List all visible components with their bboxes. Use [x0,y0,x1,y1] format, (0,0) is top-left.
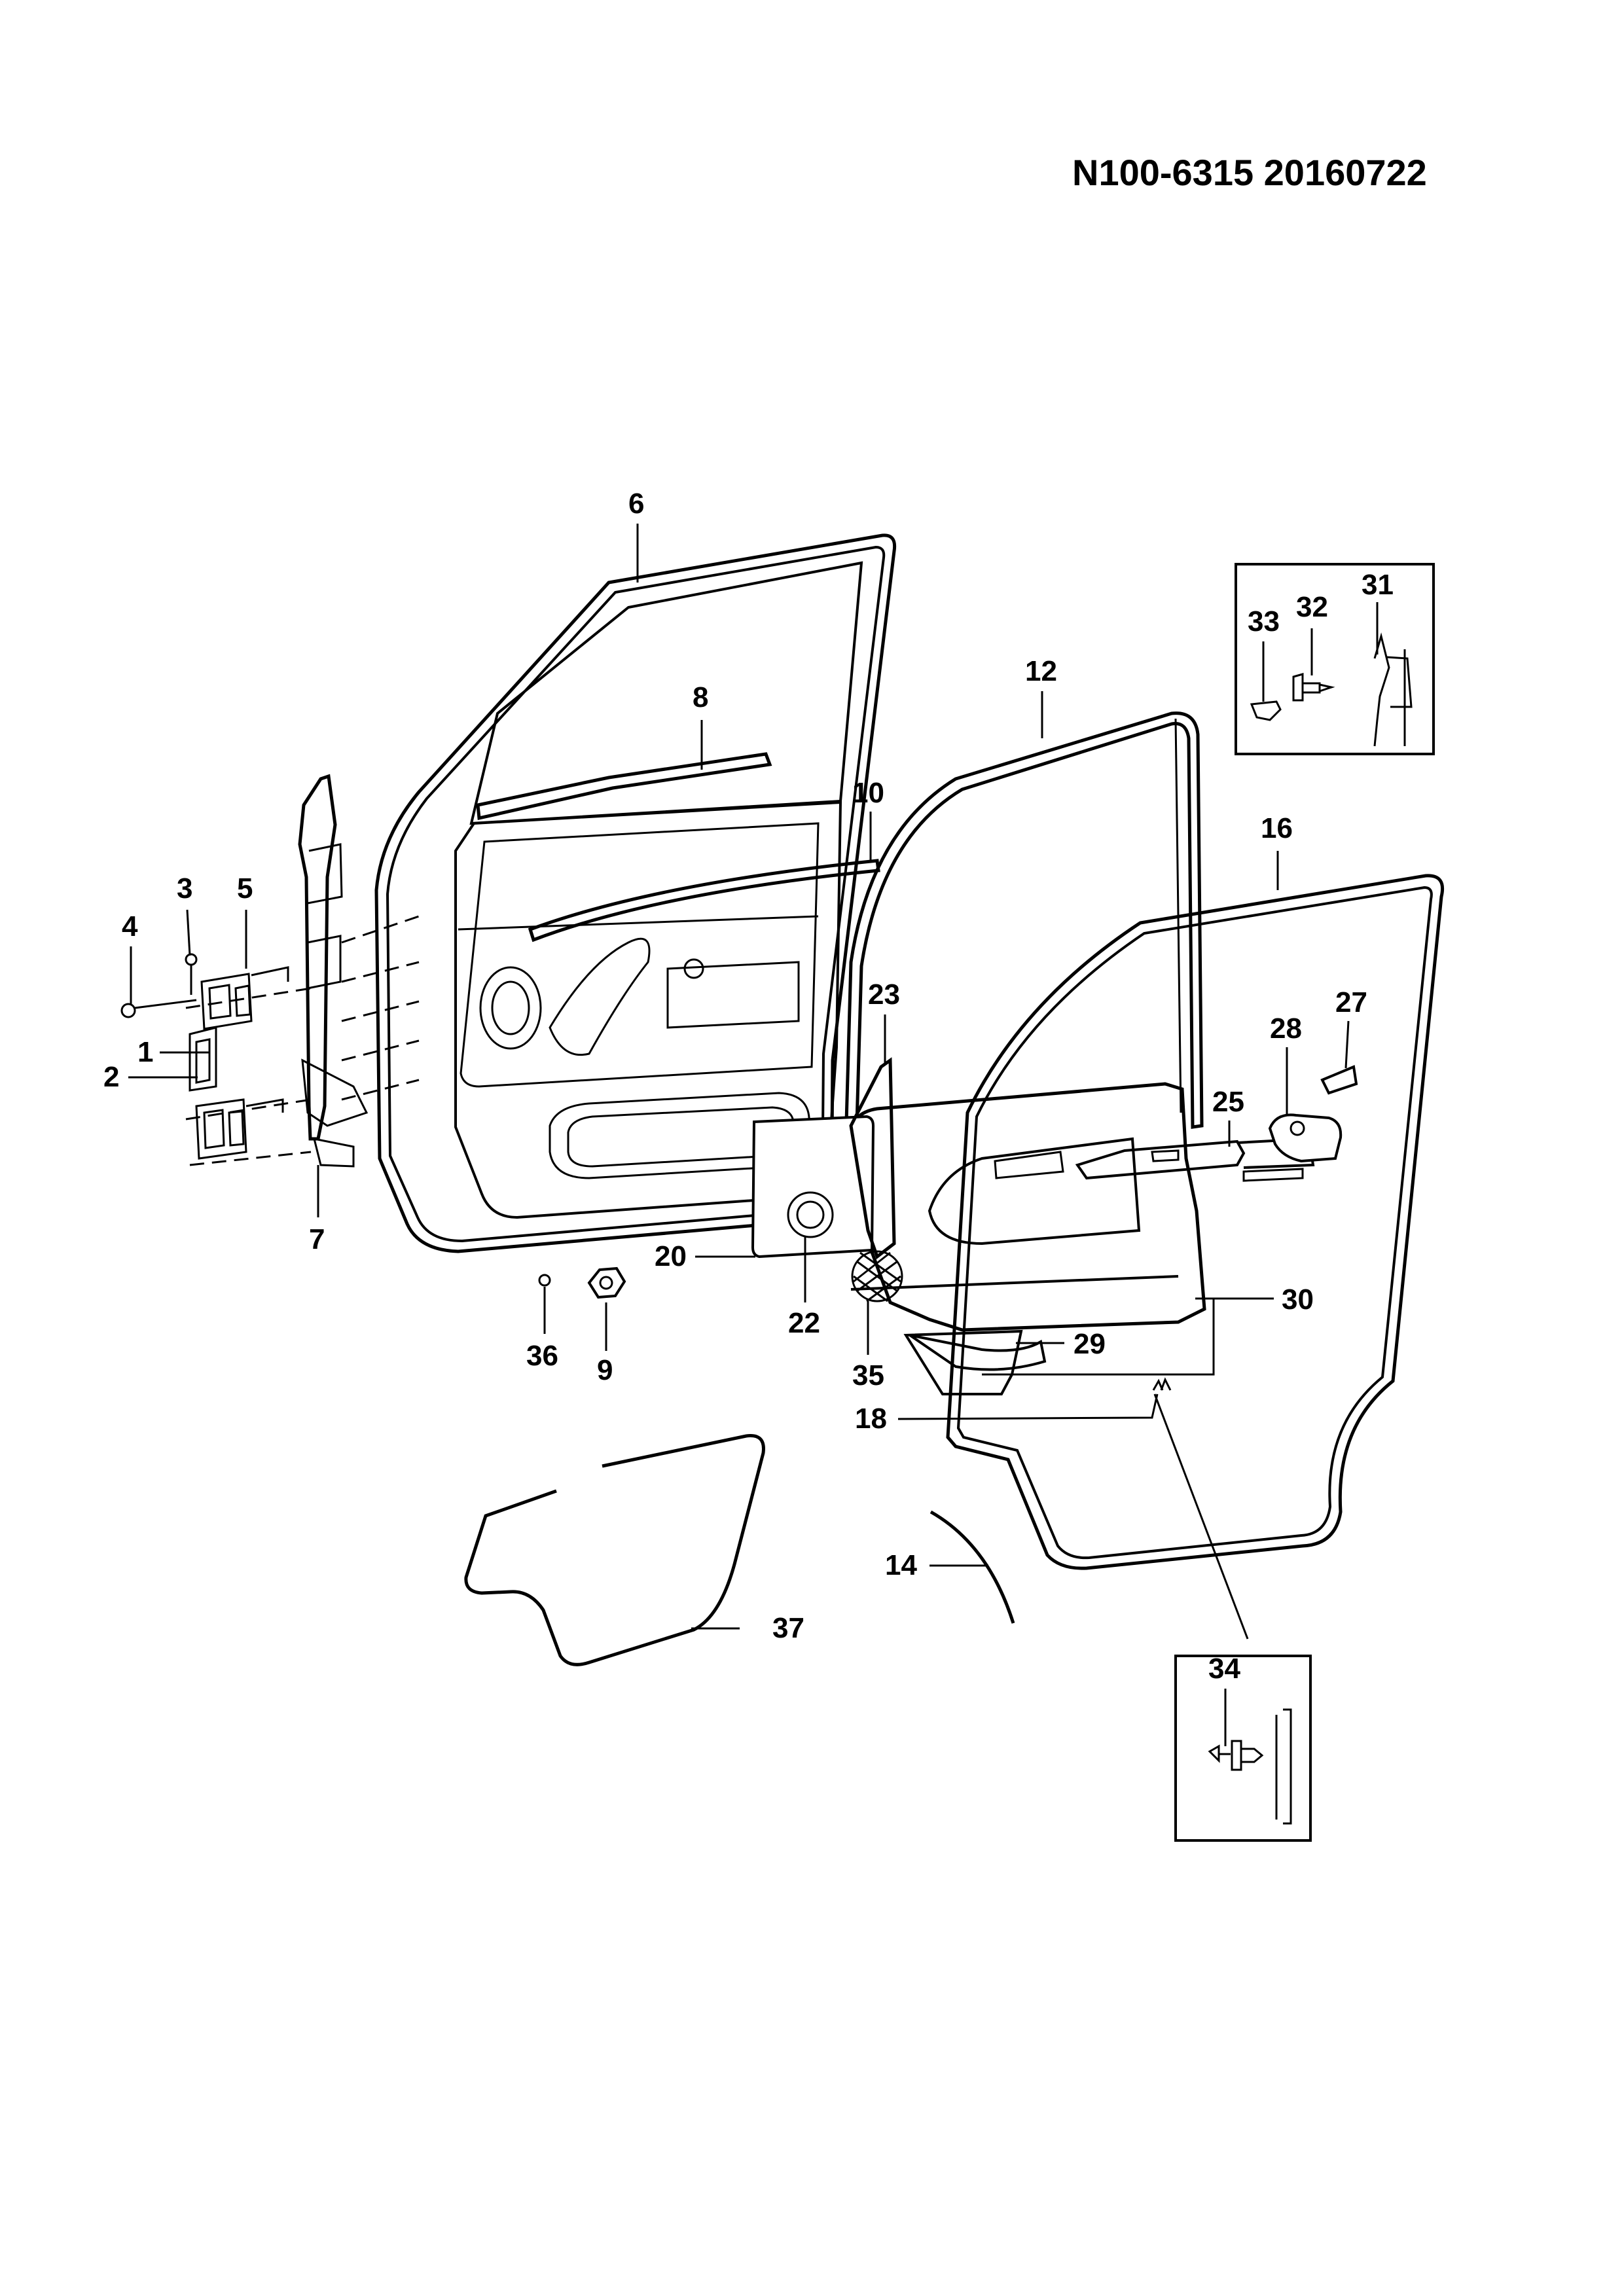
callout-30: 30 [1282,1283,1314,1316]
callout-20: 20 [655,1240,687,1272]
small-clip-part [538,1274,551,1287]
callout-5: 5 [237,872,253,905]
callout-8: 8 [693,681,708,713]
callout-4: 4 [122,910,138,942]
document-id: N100-6315 20160722 [1072,152,1427,193]
door-glass-part [464,1434,765,1666]
switch-bezel-part [1320,1065,1358,1095]
callout-6: 6 [628,488,644,520]
callout-33: 33 [1248,605,1280,637]
inner-weatherstrip-part [476,752,772,821]
trim-side-piece-part [849,1057,896,1260]
callout-36: 36 [526,1340,558,1372]
glass-run-channel-part [842,711,1204,1193]
callout-10: 10 [852,777,884,809]
speaker-part [787,1191,834,1238]
callout-32: 32 [1296,591,1328,623]
leader-lines [128,524,1379,1746]
callout-23: 23 [868,978,900,1011]
map-pocket-part [903,1329,1023,1395]
callout-35: 35 [852,1359,884,1391]
fastener-detail-box [1235,563,1435,755]
callout-2: 2 [103,1061,119,1093]
speaker-grille-part [851,1250,903,1302]
callout-37: 37 [772,1612,804,1644]
callout-34: 34 [1208,1653,1240,1685]
callout-7: 7 [309,1223,325,1255]
hinge-pin-part [189,1026,217,1092]
callout-14: 14 [885,1549,917,1581]
door-trim-panel-part [846,1082,1206,1371]
callout-22: 22 [788,1307,820,1339]
callout-31: 31 [1362,569,1394,601]
hinge-washer-part [185,953,198,995]
outer-beltline-molding-part [528,859,880,942]
callout-25: 25 [1212,1086,1244,1118]
handle-bezel-part [1268,1113,1343,1163]
speaker-cover-part [751,1115,875,1259]
lower-hinge-part [195,1098,284,1160]
callout-18: 18 [855,1403,887,1435]
callout-12: 12 [1025,655,1057,687]
callout-labels: 1 2 3 4 5 6 7 8 9 10 12 14 16 18 20 22 2… [103,488,1394,1685]
clip-detail-box [1174,1655,1312,1842]
callout-27: 27 [1335,986,1367,1018]
callout-3: 3 [177,872,192,905]
callout-28: 28 [1270,1013,1302,1045]
hinge-bolt-part [120,999,197,1018]
door-shell-part [374,533,897,1253]
callout-1: 1 [137,1036,153,1068]
callout-29: 29 [1074,1328,1106,1360]
hinge-bracket-part [185,774,420,1168]
seal-strip-part [929,1510,1015,1624]
upper-hinge-part [200,966,289,1030]
callout-9: 9 [597,1354,613,1386]
hex-nut-part [587,1266,626,1299]
callout-16: 16 [1261,812,1293,844]
trim-clip-part [1152,1377,1172,1391]
door-weatherstrip-part [946,874,1444,1570]
